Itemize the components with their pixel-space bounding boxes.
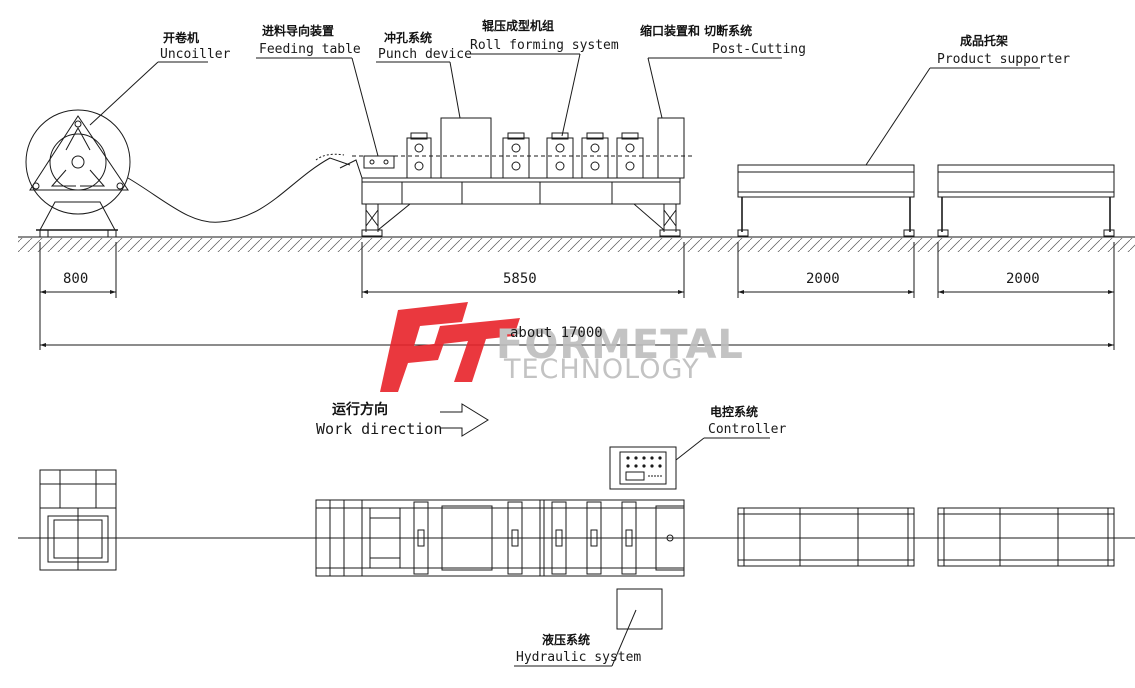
- dim-800: 800: [63, 271, 88, 287]
- product-cn-label: 成品托架: [960, 33, 1008, 48]
- product-supporter-side-view-2: [937, 164, 1115, 237]
- uncoiller-cn-label: 开卷机: [163, 30, 199, 45]
- hydraulic-en-label: Hydraulic system: [516, 650, 641, 665]
- controller-box: [609, 446, 677, 490]
- direction-en-label: Work direction: [316, 420, 442, 438]
- uncoiller-en-label: Uncoiller: [160, 47, 231, 62]
- callout-punch-device: 冲孔系统 Punch device: [376, 30, 472, 119]
- hydraulic-box: [616, 588, 663, 630]
- uncoiller-plan-view: [39, 469, 117, 571]
- dim-2000-a: 2000: [806, 271, 840, 287]
- hydraulic-cn-label: 液压系统: [542, 632, 590, 647]
- direction-arrow-icon: [440, 403, 489, 437]
- punch-cn-label: 冲孔系统: [384, 30, 432, 45]
- callout-hydraulic: 液压系统 Hydraulic system: [514, 609, 641, 667]
- ground-line: [18, 236, 1135, 252]
- callout-roll-forming: 辊压成型机组 Roll forming system: [468, 18, 619, 137]
- callout-uncoiller: 开卷机 Uncoiller: [89, 30, 231, 126]
- steel-strip-loop: [127, 157, 351, 223]
- post-cn-label: 缩口装置和 切断系统: [640, 23, 752, 38]
- callout-product-supporter: 成品托架 Product supporter: [865, 33, 1070, 166]
- punch-en-label: Punch device: [378, 47, 472, 62]
- callout-feeding-table: 进料导向装置 Feeding table: [256, 23, 379, 157]
- dim-5850: 5850: [503, 271, 537, 287]
- dimension-lines: [39, 242, 1115, 350]
- product-supporter-plan-view-1: [737, 507, 915, 567]
- product-en-label: Product supporter: [937, 52, 1070, 67]
- roll-en-label: Roll forming system: [470, 38, 619, 53]
- callout-controller: 电控系统 Controller: [675, 404, 786, 461]
- dim-total: about 17000: [510, 325, 603, 341]
- ft-logo-icon: [380, 302, 520, 392]
- work-direction: 运行方向 Work direction: [316, 401, 489, 438]
- dim-2000-b: 2000: [1006, 271, 1040, 287]
- machine-plan-view: [315, 499, 685, 577]
- feeding-cn-label: 进料导向装置: [262, 23, 334, 38]
- direction-cn-label: 运行方向: [332, 401, 388, 418]
- controller-cn-label: 电控系统: [710, 404, 758, 419]
- controller-en-label: Controller: [708, 422, 786, 437]
- post-en-label: Post-Cutting: [712, 42, 806, 57]
- brand-wordmark: FORMETAL: [496, 322, 744, 368]
- roll-cn-label: 辊压成型机组: [482, 18, 554, 33]
- machine-side-view: [339, 117, 685, 237]
- feeding-en-label: Feeding table: [259, 42, 361, 57]
- uncoiller-side-view: [25, 109, 131, 238]
- callout-post-cutting: 缩口装置和 切断系统 Post-Cutting: [640, 23, 806, 119]
- product-supporter-plan-view-2: [937, 507, 1115, 567]
- product-supporter-side-view-1: [737, 164, 915, 237]
- formetal-watermark: FORMETAL TECHNOLOGY: [380, 302, 744, 392]
- brand-subtitle: TECHNOLOGY: [503, 354, 700, 385]
